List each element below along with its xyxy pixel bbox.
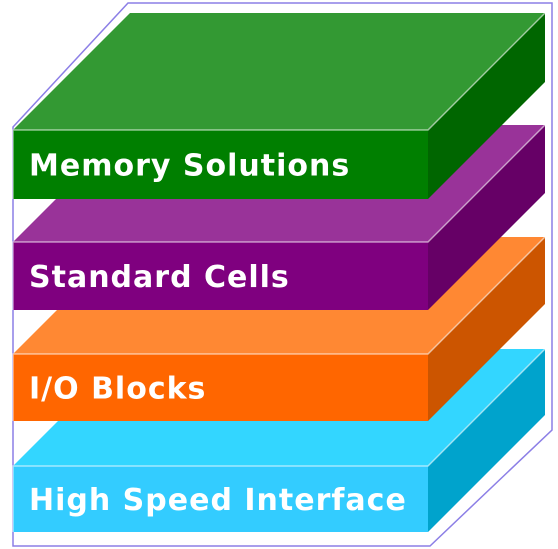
layer-side-face <box>428 13 545 199</box>
layers-group: High Speed Interface I/O Blocks Standard C… <box>12 12 546 532</box>
layer-front-face <box>13 242 428 310</box>
layer-edge-highlight <box>12 12 546 199</box>
layer-side-face <box>428 237 545 421</box>
layer-memory-solutions: Memory Solutions <box>12 12 546 199</box>
layer-label-high-speed-interface: High Speed Interface <box>29 483 407 518</box>
layer-label-memory-solutions: Memory Solutions <box>29 149 350 184</box>
layer-front-face <box>13 354 428 421</box>
layer-top-face <box>13 13 545 130</box>
layer-label-standard-cells: Standard Cells <box>29 260 290 295</box>
layer-label-i-o-blocks: I/O Blocks <box>29 372 206 407</box>
layer-edge-highlight <box>12 348 546 532</box>
layer-side-face <box>428 349 545 532</box>
layer-edge-highlight <box>12 124 546 310</box>
layer-front-face <box>13 130 428 199</box>
stack-outline <box>12 2 553 547</box>
layer-front-face <box>13 466 428 532</box>
layer-side-face <box>428 125 545 310</box>
layer-edge-highlight <box>12 236 546 421</box>
